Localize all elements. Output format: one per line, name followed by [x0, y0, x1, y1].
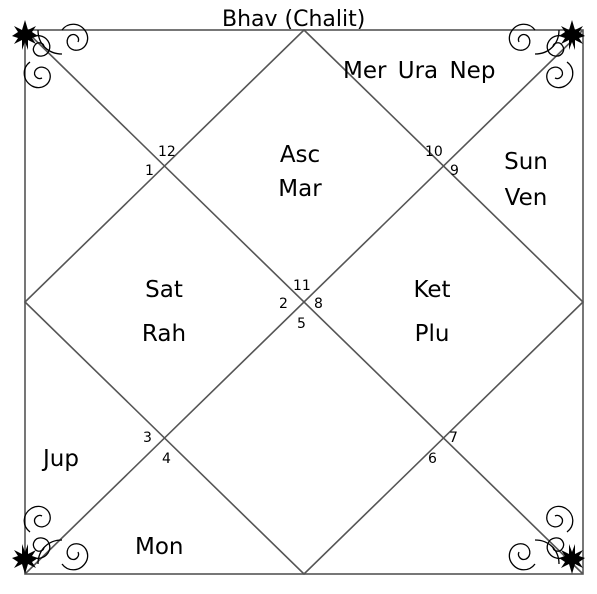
house-center-top: Asc Mar — [260, 138, 340, 206]
planet-label: Ket — [392, 268, 472, 312]
planet-label: Ven — [493, 180, 559, 216]
house-number: 10 — [425, 144, 443, 160]
planet-label: Mar — [260, 172, 340, 206]
planet-label: Plu — [392, 312, 472, 356]
house-number: 2 — [279, 296, 288, 312]
house-center-right: Ket Plu — [392, 268, 472, 356]
house-number: 6 — [428, 451, 437, 467]
house-number: 5 — [297, 316, 306, 332]
house-center-left: Sat Rah — [124, 268, 204, 356]
house-number: 11 — [293, 278, 311, 294]
house-number: 7 — [449, 430, 458, 446]
planet-label: Sat — [124, 268, 204, 312]
house-bottom-left-planets: Mon — [135, 533, 184, 561]
house-right-top: Sun Ven — [493, 144, 559, 216]
planet-label: Sun — [493, 144, 559, 180]
house-number: 12 — [158, 144, 176, 160]
house-number: 9 — [450, 163, 459, 179]
house-number: 3 — [143, 430, 152, 446]
chart-title: Bhav (Chalit) — [222, 7, 365, 33]
house-number: 8 — [314, 296, 323, 312]
house-left-bottom-planets: Jup — [43, 445, 79, 473]
house-number: 1 — [145, 163, 154, 179]
planet-label: Rah — [124, 312, 204, 356]
house-top-planets: Mer Ura Nep — [343, 57, 495, 85]
corner-ornament-bottom-left — [12, 506, 88, 574]
house-number: 4 — [162, 451, 171, 467]
planet-label: Asc — [260, 138, 340, 172]
